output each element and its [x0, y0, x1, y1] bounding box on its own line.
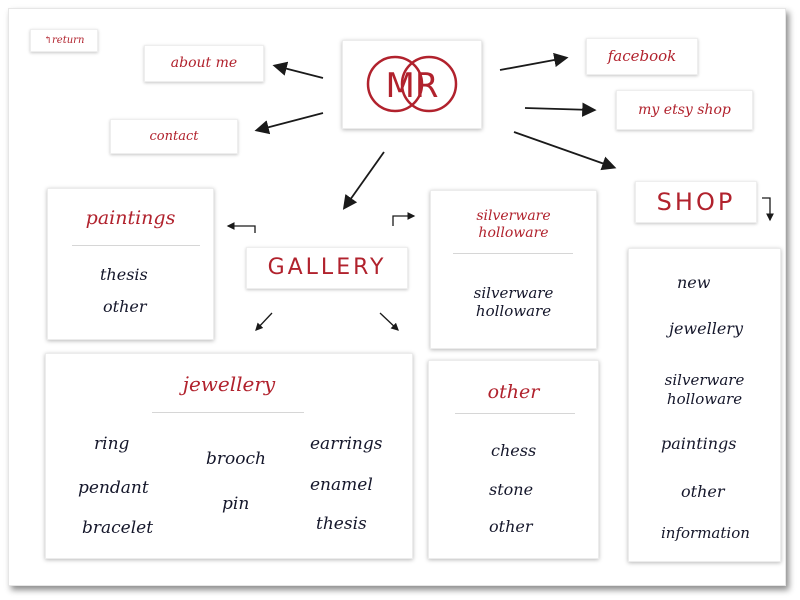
jewellery-ring-link[interactable]: ring: [94, 434, 130, 454]
silverware-title[interactable]: silverware holloware: [476, 208, 551, 241]
paintings-card: paintings thesis other: [47, 188, 214, 340]
bent-arrow-silverware: [392, 212, 416, 226]
etsy-shop-link[interactable]: my etsy shop: [616, 90, 753, 130]
paintings-other-link[interactable]: other: [103, 297, 147, 316]
jewellery-bracelet-link[interactable]: bracelet: [82, 518, 154, 538]
jewellery-title[interactable]: jewellery: [182, 372, 276, 396]
return-arrow-icon: ↰: [43, 35, 52, 46]
divider: [455, 413, 575, 414]
jewellery-pendant-link[interactable]: pendant: [78, 478, 149, 498]
jewellery-pin-link[interactable]: pin: [222, 494, 250, 514]
shop-list-card: new jewellery silverware holloware paint…: [628, 248, 781, 562]
arrow-to-shop: [513, 131, 617, 171]
arrow-to-gallery: [342, 151, 385, 210]
bent-arrow-shop: [762, 197, 774, 222]
other-card: other chess stone other: [428, 360, 599, 559]
mr-logo: MR: [366, 55, 458, 113]
divider: [152, 412, 304, 413]
logo-text: MR: [386, 66, 439, 106]
divider: [453, 253, 573, 254]
arrow-to-jewellery: [255, 312, 273, 331]
shop-link[interactable]: SHOP: [635, 181, 757, 223]
arrow-to-contact: [254, 112, 324, 135]
shop-paintings-link[interactable]: paintings: [661, 434, 737, 453]
other-title[interactable]: other: [487, 381, 540, 403]
shop-information-link[interactable]: information: [661, 524, 750, 542]
shop-new-link[interactable]: new: [677, 273, 711, 292]
shop-jewellery-link[interactable]: jewellery: [669, 319, 743, 338]
arrow-to-facebook: [499, 52, 569, 71]
jewellery-enamel-link[interactable]: enamel: [310, 475, 373, 495]
divider: [72, 245, 200, 246]
paintings-title[interactable]: paintings: [85, 207, 176, 229]
silverware-card: silverware holloware silverware hollowar…: [430, 190, 597, 349]
jewellery-card: jewellery ring pendant bracelet brooch p…: [45, 353, 413, 559]
paintings-thesis-link[interactable]: thesis: [100, 265, 148, 284]
silverware-holloware-link[interactable]: silverware holloware: [473, 284, 554, 320]
return-button[interactable]: ↰return: [30, 29, 98, 52]
arrow-to-etsy: [524, 102, 597, 117]
shop-other-link[interactable]: other: [681, 482, 725, 501]
about-me-link[interactable]: about me: [144, 45, 264, 82]
arrow-to-about: [272, 61, 324, 79]
other-chess-link[interactable]: chess: [491, 441, 537, 460]
facebook-link[interactable]: facebook: [586, 38, 698, 75]
jewellery-thesis-link[interactable]: thesis: [316, 514, 367, 534]
other-other-link[interactable]: other: [489, 517, 533, 536]
jewellery-earrings-link[interactable]: earrings: [310, 434, 383, 454]
gallery-link[interactable]: GALLERY: [246, 247, 408, 289]
bent-arrow-paintings: [226, 222, 256, 233]
other-stone-link[interactable]: stone: [489, 480, 534, 499]
jewellery-brooch-link[interactable]: brooch: [206, 449, 266, 469]
logo-card[interactable]: MR: [342, 40, 482, 129]
shop-silverware-link[interactable]: silverware holloware: [664, 371, 745, 408]
contact-link[interactable]: contact: [110, 119, 238, 154]
arrow-to-other: [379, 312, 399, 331]
